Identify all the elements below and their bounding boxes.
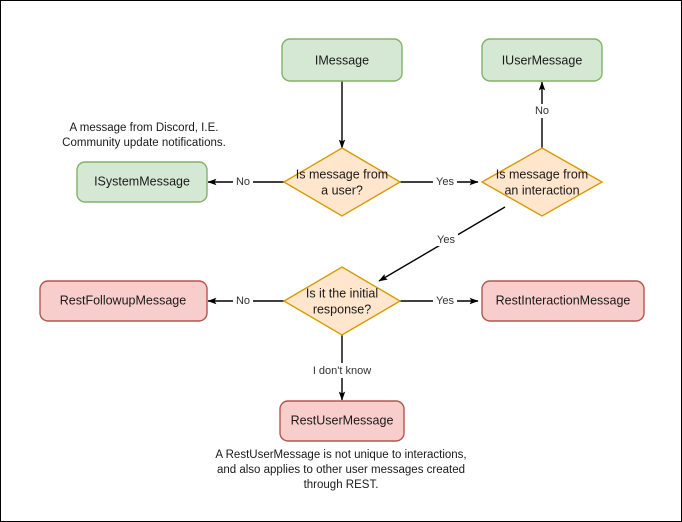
note-restusermessage-line-2: and also applies to other user messages … [217, 464, 465, 476]
edge-labels-layer: No Yes No Yes No Yes I don't know [233, 104, 552, 378]
node-imessage-label: IMessage [315, 53, 369, 67]
edge-label-bg-initial-unknown [304, 363, 380, 378]
edge-label-bg-interaction-no [532, 104, 552, 118]
node-decision-interaction-shape[interactable] [480, 147, 604, 217]
node-restfollowupmessage-label: RestFollowupMessage [60, 293, 186, 307]
edge-label-bg-initial-no [233, 293, 253, 307]
node-imessage-shape[interactable] [281, 38, 403, 82]
edge-label-bg-user-no [233, 174, 253, 188]
node-decision-user-shape[interactable] [282, 147, 402, 217]
edge-label-bg-initial-yes [433, 293, 457, 307]
node-decision-user-label-line1: Is message from [296, 167, 388, 181]
edge-label-bg-interaction-yes [434, 232, 458, 246]
node-decision-initial-label-line2: response? [313, 302, 371, 316]
edge-label-interaction-yes: Yes [437, 234, 455, 246]
note-system-message-line-2: Community update notifications. [62, 137, 226, 149]
note-system-message-line-1: A message from Discord, I.E. [70, 122, 219, 134]
node-restfollowupmessage-shape[interactable] [39, 280, 208, 322]
node-decision-initial-label-line1: Is it the initial [306, 286, 378, 300]
edge-label-initial-yes: Yes [436, 295, 454, 307]
node-restusermessage-shape[interactable] [279, 400, 405, 442]
edge-label-interaction-no: No [535, 105, 549, 117]
edge-label-bg-user-yes [433, 174, 457, 188]
node-restinteractionmessage-shape[interactable] [481, 280, 645, 322]
node-isystemmessage[interactable]: ISystemMessage [76, 161, 208, 203]
node-decision-interaction-label-line1: Is message from [496, 167, 588, 181]
node-decision-user-label-line2: a user? [321, 183, 363, 197]
edges-layer: ISystemMessage --> Is message from an in… [207, 80, 546, 401]
note-system-message: A message from Discord, I.E. Community u… [62, 122, 226, 149]
node-decision-initial[interactable]: Is it the initial response? [282, 266, 402, 336]
note-restusermessage: A RestUserMessage is not unique to inter… [215, 449, 466, 491]
node-restfollowupmessage[interactable]: RestFollowupMessage [39, 280, 208, 322]
node-restinteractionmessage[interactable]: RestInteractionMessage [481, 280, 645, 322]
node-decision-interaction-label-line2: an interaction [504, 183, 579, 197]
node-restusermessage-label: RestUserMessage [291, 413, 394, 427]
node-iusermessage-shape[interactable] [481, 38, 603, 82]
edge-label-initial-no: No [236, 295, 250, 307]
node-isystemmessage-label: ISystemMessage [94, 174, 190, 188]
edge-label-initial-unknown: I don't know [313, 365, 371, 377]
node-isystemmessage-shape[interactable] [76, 161, 208, 203]
edge-label-user-no: No [236, 176, 250, 188]
note-restusermessage-line-3: through REST. [304, 479, 379, 491]
node-restusermessage[interactable]: RestUserMessage [279, 400, 405, 442]
note-restusermessage-line-1: A RestUserMessage is not unique to inter… [215, 449, 466, 461]
node-decision-initial-shape[interactable] [282, 266, 402, 336]
node-imessage[interactable]: IMessage [281, 38, 403, 82]
node-decision-interaction[interactable]: Is message from an interaction [480, 147, 604, 217]
node-iusermessage-label: IUserMessage [502, 53, 583, 67]
edge-label-user-yes: Yes [436, 176, 454, 188]
node-iusermessage[interactable]: IUserMessage [481, 38, 603, 82]
node-decision-user[interactable]: Is message from a user? [282, 147, 402, 217]
node-restinteractionmessage-label: RestInteractionMessage [496, 293, 631, 307]
